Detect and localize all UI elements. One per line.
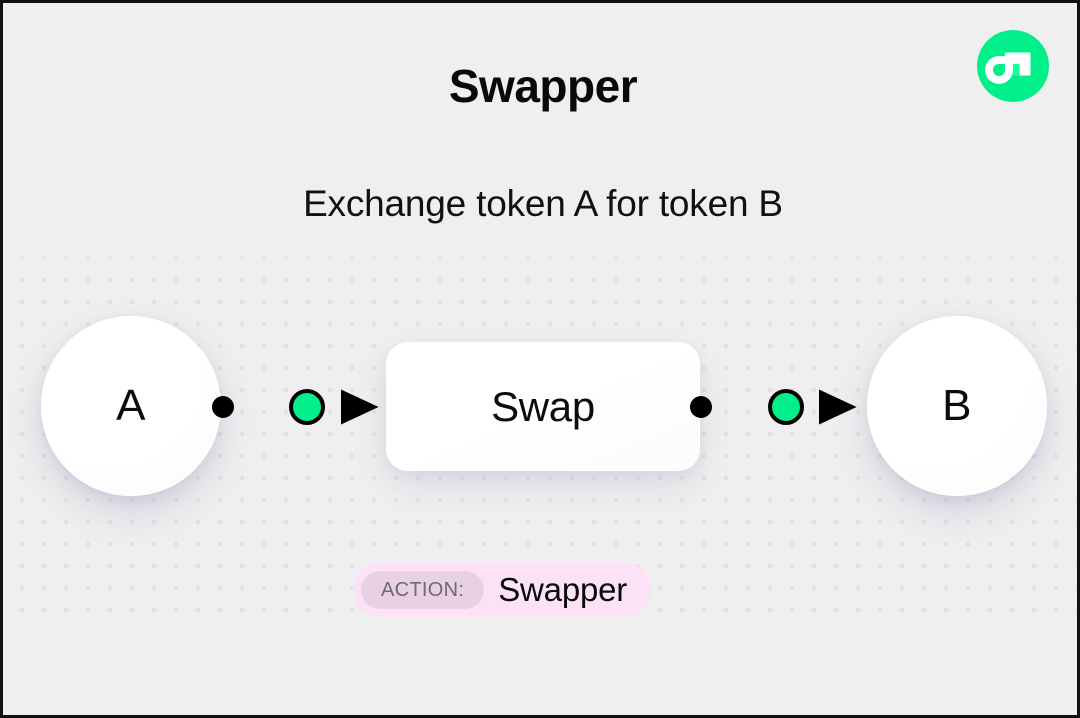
action-badge-tag: ACTION: <box>361 570 485 609</box>
edge-midpoint-a-swap[interactable] <box>289 389 325 425</box>
action-badge: ACTION: Swapper <box>353 562 652 617</box>
page-subtitle: Exchange token A for token B <box>303 183 783 224</box>
token-node-b-label: B <box>942 381 972 430</box>
swap-node-label: Swap <box>491 382 595 430</box>
token-node-a-label: A <box>116 381 146 430</box>
token-node-b[interactable]: B <box>867 316 1047 496</box>
flow-logo-icon[interactable] <box>977 30 1049 102</box>
edge-token-a-to-swap[interactable] <box>212 389 379 425</box>
action-badge-value: Swapper <box>498 571 628 608</box>
token-node-a[interactable]: A <box>41 316 221 496</box>
edge-swap-to-token-b[interactable] <box>690 389 857 425</box>
page-title: Swapper <box>448 60 638 112</box>
swap-node-card[interactable]: Swap <box>386 342 700 471</box>
edge-midpoint-swap-b[interactable] <box>768 389 804 425</box>
